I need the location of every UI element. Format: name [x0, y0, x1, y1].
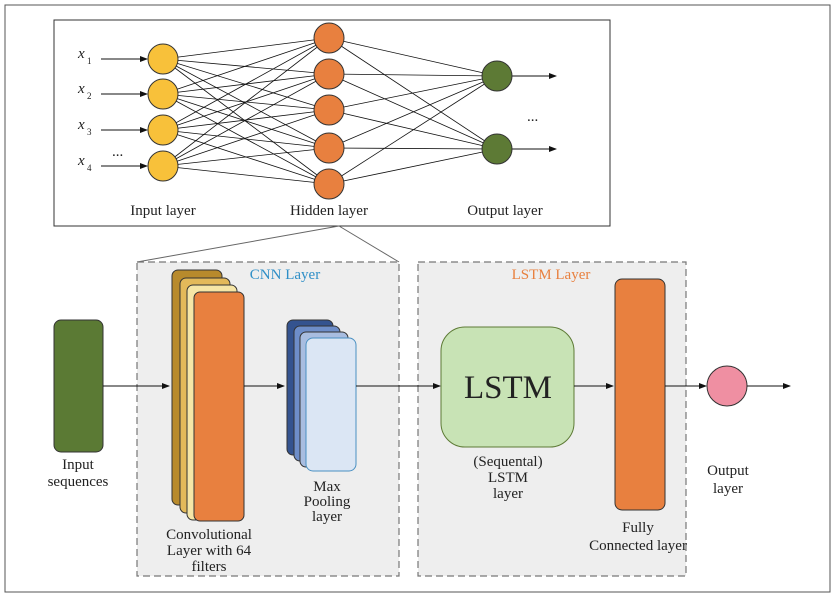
nn-edge — [162, 58, 330, 75]
lstm-label-line-2: LSTM — [488, 470, 528, 486]
input-variable-subscript: 4 — [87, 163, 92, 173]
nn-edge — [328, 147, 498, 150]
output-label-line-2: layer — [713, 481, 743, 497]
fully-connected-layer — [614, 278, 666, 511]
hidden-node — [313, 94, 345, 126]
input-ellipsis: ... — [112, 144, 123, 160]
nn-edge — [162, 37, 330, 167]
zoom-line-right — [338, 225, 400, 263]
lstm-cell — [440, 326, 575, 448]
nn-output-arrows — [512, 73, 557, 152]
output-ellipsis: ... — [527, 109, 538, 125]
dense-label-line-1: Fully — [622, 520, 654, 536]
input-node — [147, 150, 179, 182]
input-seq-label-line-1: Input — [62, 457, 94, 473]
nn-edge — [162, 58, 330, 111]
output-node — [706, 365, 748, 407]
nn-edge — [162, 37, 330, 95]
nn-edge — [162, 73, 330, 167]
nn-edge — [162, 129, 330, 149]
conv-filter-front — [193, 291, 245, 522]
input-node — [147, 78, 179, 110]
pooling-layer-stack — [286, 319, 357, 472]
pool-map-front — [305, 337, 357, 472]
pool-label-line-1: Max — [313, 479, 341, 495]
nn-edge — [162, 58, 330, 149]
lstm-title: LSTM Layer — [512, 267, 591, 283]
cnn-title: CNN Layer — [250, 267, 320, 283]
cnn-group: CNN Layer Convolutional Layer with 64 fi… — [136, 261, 400, 577]
input-layer-label: Input layer — [130, 203, 195, 219]
output-label-line-1: Output — [707, 463, 750, 479]
input-variable-label: x — [77, 81, 85, 97]
conv-layer-stack — [171, 269, 245, 522]
lstm-label-line-1: (Sequental) — [473, 454, 542, 470]
output-node-small — [481, 133, 513, 165]
input-node — [147, 43, 179, 75]
nn-edge — [328, 37, 498, 150]
nn-edge — [328, 75, 498, 149]
input-variable-subscript: 3 — [87, 127, 92, 137]
nn-nodes — [147, 22, 513, 200]
nn-edge — [162, 147, 330, 167]
input-variable-label: x — [77, 117, 85, 133]
input-variable-label: x — [77, 46, 85, 62]
conv-label-line-3: filters — [192, 559, 227, 575]
hidden-layer-label: Hidden layer — [290, 203, 368, 219]
nn-edge — [328, 73, 498, 77]
dense-label-line-2: Connected layer — [589, 538, 687, 554]
input-node — [147, 114, 179, 146]
lstm-label-line-3: layer — [493, 486, 523, 502]
nn-edge — [328, 148, 498, 185]
conv-label-line-2: Layer with 64 — [167, 543, 252, 559]
input-seq-label-line-2: sequences — [48, 474, 109, 490]
outer-frame — [4, 4, 831, 593]
input-variable-label: x — [77, 153, 85, 169]
nn-edge — [162, 165, 330, 185]
output-node-small — [481, 60, 513, 92]
input-variable-subscript: 2 — [87, 91, 92, 101]
pool-label-line-3: layer — [312, 509, 342, 525]
zoom-line-left — [136, 225, 340, 263]
nn-connections — [162, 37, 498, 185]
nn-edge — [328, 75, 498, 111]
conv-label-line-1: Convolutional — [166, 527, 252, 543]
hidden-node — [313, 22, 345, 54]
hidden-node — [313, 168, 345, 200]
nn-edge — [162, 58, 330, 185]
nn-edge — [162, 93, 330, 149]
lstm-group: LSTM Layer LSTM (Sequental) LSTM layer F… — [417, 261, 687, 577]
nn-edge — [162, 109, 330, 167]
output-layer-label: Output layer — [467, 203, 542, 219]
hidden-node — [313, 132, 345, 164]
nn-input-arrows — [101, 56, 148, 169]
input-variable-subscript: 1 — [87, 56, 92, 66]
hidden-node — [313, 58, 345, 90]
nn-edge — [162, 37, 330, 131]
input-sequences-block — [53, 319, 104, 453]
nn-edge — [328, 109, 498, 150]
nn-edge — [328, 37, 498, 77]
pool-label-line-2: Pooling — [304, 494, 351, 510]
nn-edge — [328, 75, 498, 185]
lstm-cell-text: LSTM — [464, 370, 552, 406]
nn-edge — [328, 73, 498, 150]
nn-edge — [162, 37, 330, 60]
